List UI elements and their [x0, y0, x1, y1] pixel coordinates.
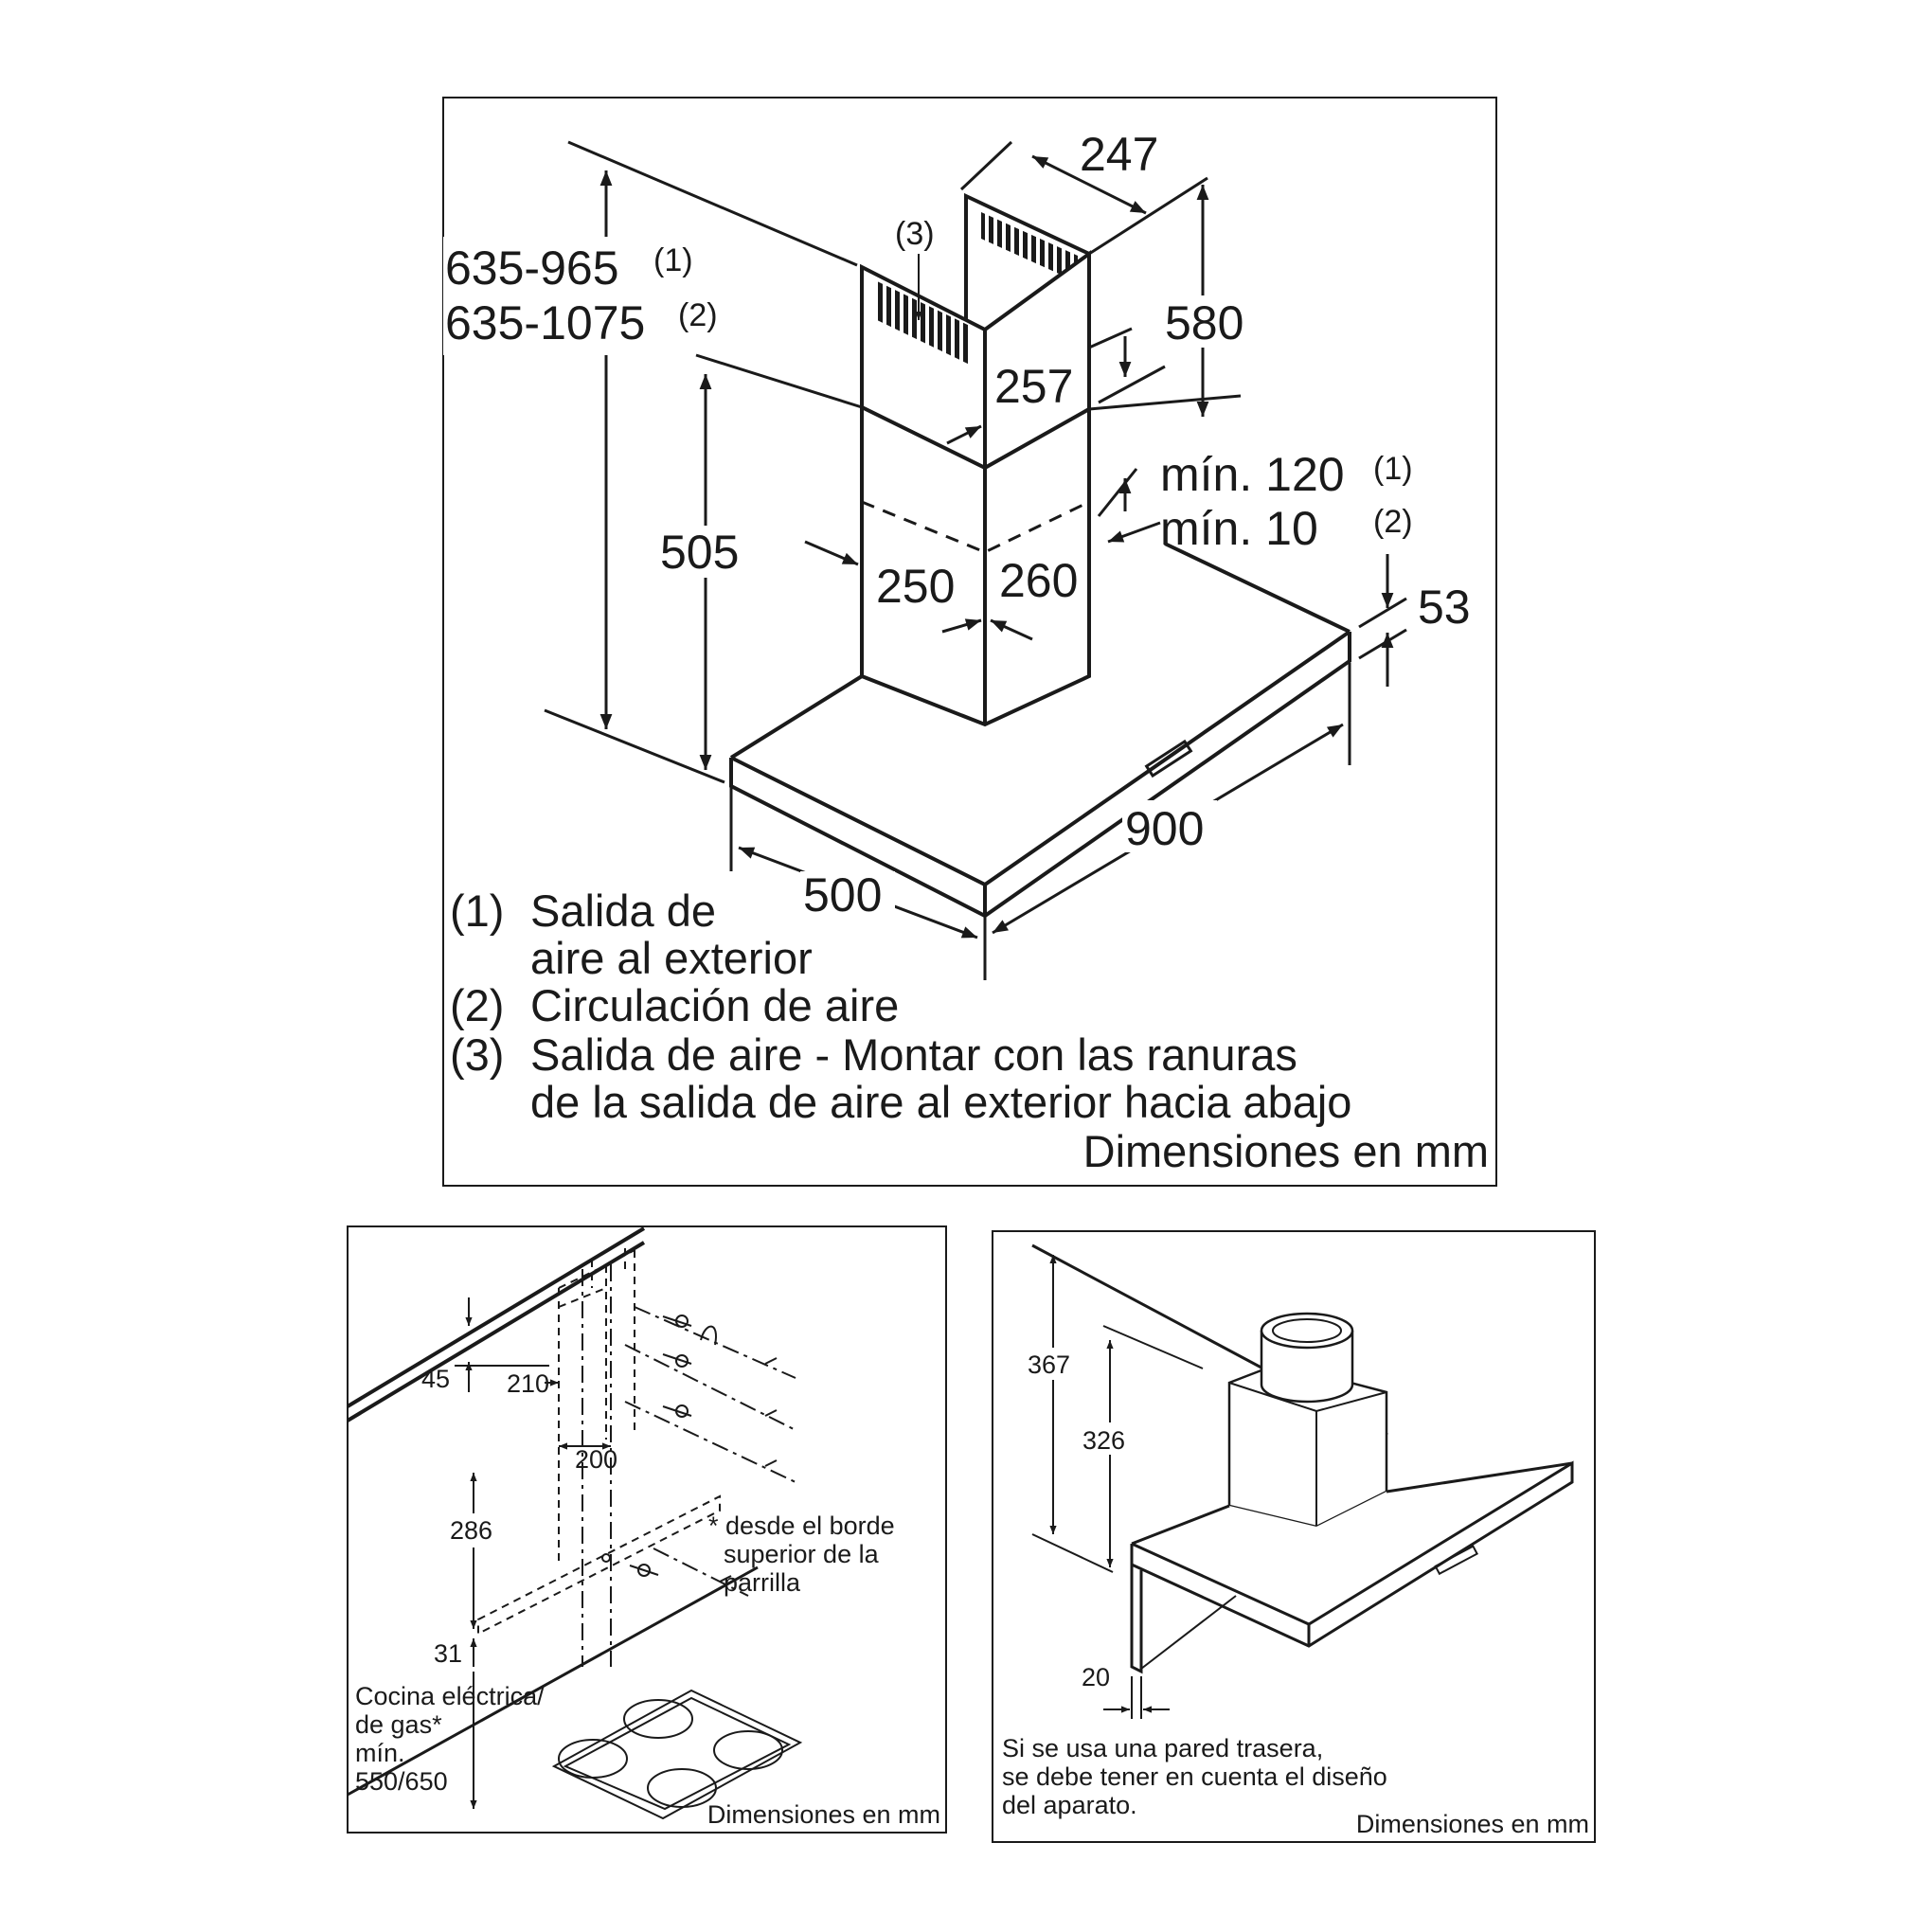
label-326: 326	[1082, 1426, 1125, 1455]
control-panel-icon-2	[1434, 1545, 1479, 1576]
label-900: 900	[1125, 802, 1204, 855]
legend-3-line2: de la salida de aire al exterior hacia a…	[530, 1077, 1351, 1127]
label-200: 200	[575, 1445, 617, 1474]
dim-line-247	[1031, 154, 1147, 215]
legend-3-num: (3)	[450, 1029, 504, 1080]
rear-wall-note-2: se debe tener en cuenta el diseño	[1002, 1762, 1387, 1791]
bottom-right-panel: 367 326 20 Si se usa una pared trasera, …	[992, 1230, 1596, 1843]
note-line2: superior de la	[724, 1540, 880, 1568]
legend-2-num: (2)	[450, 980, 504, 1030]
air-slots-front-icon	[875, 280, 972, 366]
label-height-2-mark: (2)	[678, 297, 718, 333]
label-367: 367	[1028, 1351, 1070, 1379]
label-31: 31	[434, 1639, 462, 1668]
legend-3-line1: Salida de aire - Montar con las ranuras	[530, 1029, 1297, 1080]
label-min-10-mark: (2)	[1373, 504, 1413, 540]
rear-wall-note-3: del aparato.	[1002, 1791, 1137, 1819]
bottom-right-frame	[992, 1230, 1596, 1843]
label-260: 260	[999, 554, 1078, 607]
cooktop-label-3: mín.	[355, 1739, 405, 1767]
legend: (1) Salida de aire al exterior (2) Circu…	[450, 886, 1351, 1127]
label-min-120-mark: (1)	[1373, 451, 1413, 487]
legend-1-num: (1)	[450, 886, 504, 936]
label-mark-3: (3)	[895, 216, 935, 252]
label-height-1-mark: (1)	[653, 242, 693, 278]
bottom-left-frame	[347, 1225, 947, 1834]
hood-body-side-view	[1130, 1312, 1574, 1674]
label-505: 505	[660, 526, 739, 579]
bottom-left-panel: 45 210 200 286 31 * desde el borde super…	[346, 1225, 947, 1834]
label-20: 20	[1082, 1663, 1110, 1691]
label-247: 247	[1080, 128, 1158, 181]
note-line3: parrilla	[724, 1568, 801, 1597]
cooktop-label-1: Cocina eléctrica/	[355, 1682, 545, 1710]
label-210: 210	[507, 1369, 549, 1398]
label-height-1: 635-965	[445, 242, 619, 295]
rear-wall-note-1: Si se usa una pared trasera,	[1002, 1734, 1323, 1762]
label-580: 580	[1165, 296, 1243, 349]
top-units-label: Dimensiones en mm	[1083, 1126, 1489, 1176]
label-height-2: 635-1075	[445, 296, 645, 349]
label-min-10: mín. 10	[1160, 502, 1318, 555]
label-min-120: mín. 120	[1160, 448, 1345, 501]
bottom-right-units: Dimensiones en mm	[1356, 1810, 1589, 1838]
top-panel-frame	[442, 97, 1497, 1187]
cooktop-label-2: de gas*	[355, 1710, 442, 1739]
note-line1: * desde el borde	[708, 1512, 895, 1540]
legend-2-text: Circulación de aire	[530, 980, 899, 1030]
legend-1-line2: aire al exterior	[530, 933, 813, 983]
label-286: 286	[450, 1516, 492, 1545]
label-53: 53	[1418, 581, 1471, 634]
label-45: 45	[421, 1365, 450, 1393]
chimney	[860, 192, 1091, 727]
legend-1-line1: Salida de	[530, 886, 716, 936]
cooktop	[347, 1565, 803, 1820]
label-257: 257	[994, 360, 1073, 413]
mounting-screws	[624, 1306, 796, 1597]
cooktop-label-4: 550/650	[355, 1767, 448, 1796]
top-panel: 635-965 (1) 635-1075 (2) 505 250 260 257…	[442, 97, 1497, 1187]
air-slots-back-icon	[981, 212, 1078, 282]
chimney-outline-dashed	[558, 1248, 635, 1667]
label-500: 500	[803, 868, 882, 921]
label-250: 250	[876, 560, 955, 613]
bottom-left-units: Dimensiones en mm	[707, 1800, 940, 1829]
